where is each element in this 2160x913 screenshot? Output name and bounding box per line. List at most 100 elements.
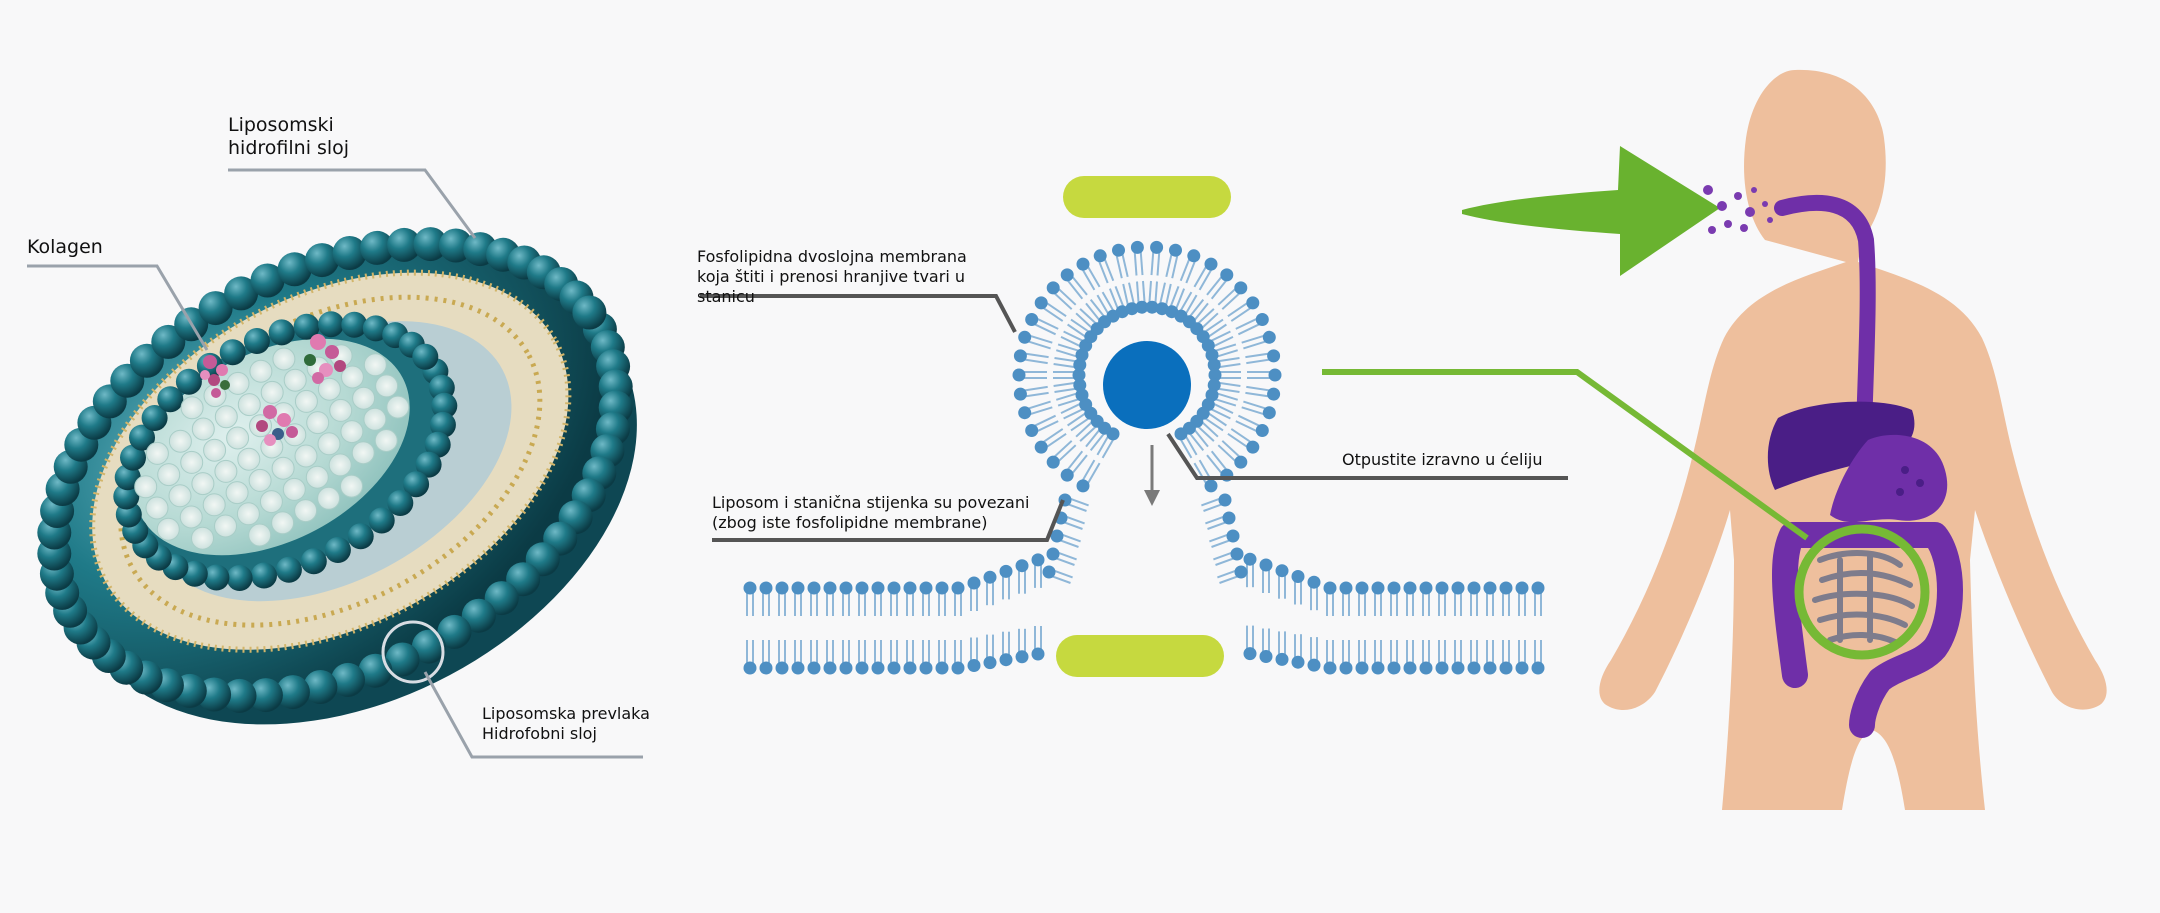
lipid-head <box>887 661 901 675</box>
inner-head-beads <box>113 311 458 591</box>
head-bead <box>341 311 368 338</box>
lipid-head <box>775 661 789 675</box>
lipid-head <box>1207 358 1221 372</box>
lipid-head <box>1073 358 1087 372</box>
large-intestine <box>1771 522 1963 738</box>
lipid-head <box>1467 581 1481 595</box>
core-bead <box>386 395 410 419</box>
head-bead <box>324 537 351 563</box>
lipid-head <box>1435 661 1449 675</box>
lipid-head <box>1031 553 1045 567</box>
lipid-head <box>1222 511 1236 525</box>
lipid-head <box>1419 581 1433 595</box>
lipid-head <box>1387 661 1401 675</box>
lipid-head <box>775 581 789 595</box>
core-bead <box>317 432 341 456</box>
head-bead <box>157 386 184 413</box>
lipid-head <box>1234 281 1248 295</box>
lipid-head <box>1243 552 1257 566</box>
lipid-head <box>983 656 997 670</box>
core-bead <box>317 377 341 401</box>
lipid-head <box>759 581 773 595</box>
label-coating-hydrophobic: Liposomska prevlaka Hidrofobni sloj <box>482 704 650 743</box>
core-bead <box>305 465 329 489</box>
lipid-head <box>1255 424 1269 437</box>
lipid-head <box>1403 581 1417 595</box>
head-bead <box>222 678 257 713</box>
head-bead <box>226 565 253 591</box>
core-bead <box>248 468 272 492</box>
lipid-head <box>1060 468 1074 482</box>
core-bead <box>134 475 158 499</box>
collagen-cluster <box>200 355 230 398</box>
head-bead <box>484 581 519 616</box>
head-bead <box>250 263 285 298</box>
lipid-head <box>1187 249 1201 263</box>
core-bead <box>328 453 352 477</box>
lipid-head <box>1403 661 1417 675</box>
lipid-head <box>823 581 837 595</box>
head-bead <box>385 642 420 677</box>
lipid-head <box>1371 661 1385 675</box>
lime-bar-top <box>1063 176 1231 218</box>
head-bead <box>347 523 374 550</box>
head-bead <box>251 562 277 589</box>
lipid-head <box>1435 581 1449 595</box>
lipid-head <box>743 581 757 595</box>
label-collagen: Kolagen <box>27 236 103 258</box>
core-bead <box>191 526 214 550</box>
lipid-head <box>1499 581 1513 595</box>
core-bead <box>363 353 387 377</box>
lipid-head <box>1150 240 1164 254</box>
head-bead <box>424 431 451 458</box>
label-release-into-cell: Otpustite izravno u ćeliju <box>1342 450 1543 469</box>
head-bead <box>318 311 344 338</box>
lipid-head <box>1259 650 1273 663</box>
lipid-head <box>1046 547 1060 561</box>
lipid-head <box>1112 243 1125 257</box>
lipid-head <box>1034 296 1048 310</box>
head-bead <box>360 230 395 265</box>
head-bead <box>300 548 327 575</box>
lipid-head <box>919 661 933 675</box>
lipid-head <box>1483 661 1497 675</box>
core-bead <box>374 429 398 452</box>
lipid-head <box>1015 559 1029 573</box>
lipid-head <box>1246 440 1260 454</box>
collagen-cluster <box>256 405 298 446</box>
core-bead <box>237 447 261 471</box>
lipid-head <box>791 581 805 595</box>
lipid-head <box>1307 658 1321 672</box>
lipid-head <box>1034 440 1048 454</box>
lipid-head <box>1174 427 1188 441</box>
head-bead <box>387 490 414 516</box>
core-bead <box>340 474 363 498</box>
head-bead <box>332 236 367 270</box>
lipid-head <box>743 661 757 675</box>
lipid-head <box>1075 388 1089 402</box>
head-bead <box>141 405 168 431</box>
core-bead <box>282 477 306 501</box>
lipid-head <box>1125 302 1139 316</box>
core-bead <box>226 371 250 395</box>
head-bead <box>293 313 320 340</box>
label-liposome-cell-connected: Liposom i stanična stijenka su povezani … <box>712 493 1030 532</box>
core-bead <box>179 505 203 529</box>
lipid-head <box>1531 581 1545 595</box>
lime-bar-bottom <box>1056 635 1224 677</box>
lipid-head <box>1515 661 1529 675</box>
membrane-fusion-illustration <box>700 176 1568 677</box>
lipid-head <box>1291 655 1305 669</box>
lipid-head <box>1499 661 1513 675</box>
lipid-head <box>1267 387 1281 401</box>
lipid-head <box>1076 257 1090 271</box>
lipid-head <box>951 581 965 595</box>
head-bead <box>113 483 140 510</box>
core-bead <box>249 359 273 383</box>
lipid-head <box>871 661 885 675</box>
core-bead <box>340 420 364 444</box>
lipid-head <box>887 581 901 595</box>
head-bead <box>198 291 233 326</box>
